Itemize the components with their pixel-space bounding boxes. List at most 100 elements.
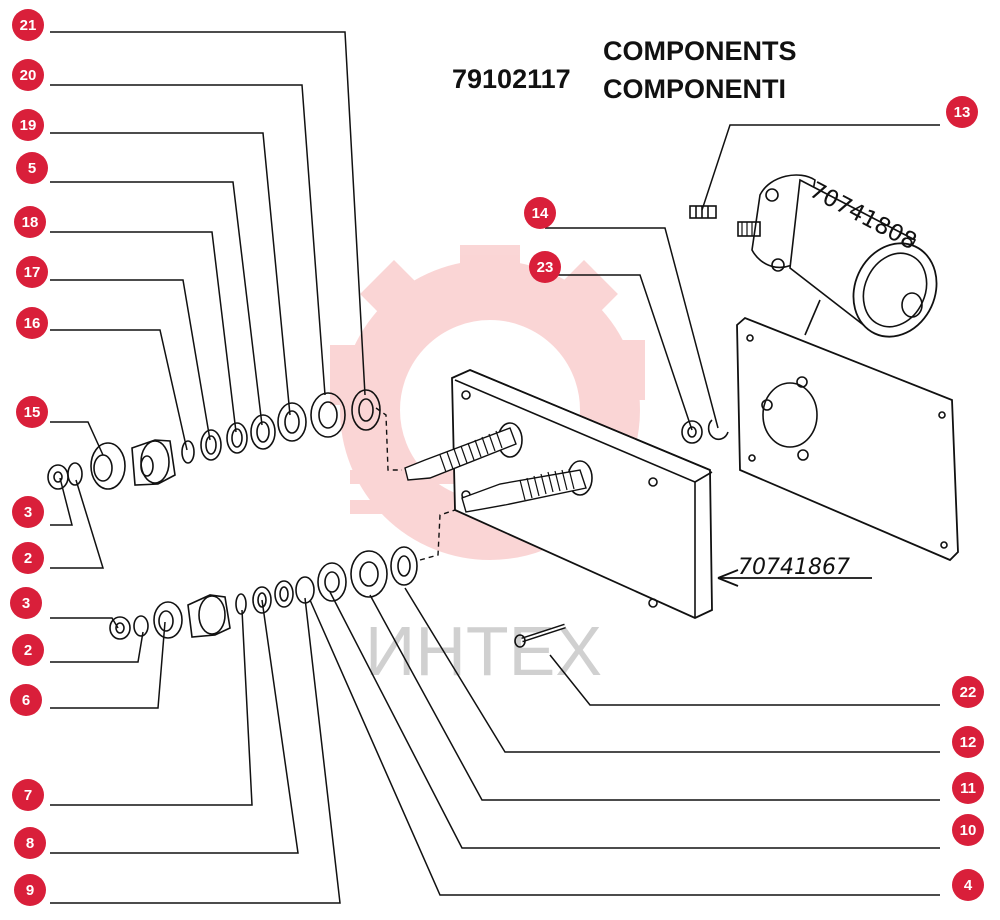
callout-badge-circle [12,59,44,91]
callout-badge-22: 22 [952,676,984,708]
callout-badge-label: 7 [24,787,32,804]
callout-badge-circle [952,772,984,804]
spacer-16 [131,439,176,486]
callout-badge-label: 23 [537,259,554,276]
callout-badge-circle [952,676,984,708]
callout-badge-7: 7 [12,779,44,811]
screw-22 [514,623,566,648]
callout-badge-5: 5 [16,152,48,184]
washer-2-upper [67,462,83,486]
callout-badge-label: 3 [24,504,32,521]
bearing-21 [351,389,381,431]
nut-3-upper [47,464,69,490]
seal-10 [317,562,347,602]
lower-shaft-parts [109,546,418,640]
callout-badge-15: 15 [16,396,48,428]
callout-badge-circle [952,869,984,901]
callout-badge-label: 3 [22,595,30,612]
dashed-guides [375,407,456,561]
callout-badge-label: 11 [960,780,976,797]
washer-9 [252,586,272,614]
spacer-7 [187,594,231,638]
callout-badge-12: 12 [952,726,984,758]
callout-badge-label: 15 [24,404,41,421]
callout-badge-label: 13 [954,104,971,121]
callout-badge-circle [10,684,42,716]
callout-badge-9: 9 [14,874,46,906]
callout-badge-circle [12,542,44,574]
callout-badge-label: 2 [24,642,32,659]
plate-code: 70741867 [738,555,850,580]
callout-badge-11: 11 [952,772,984,804]
bearing-11 [350,550,388,598]
bushing-15 [90,442,126,490]
callout-badge-label: 2 [24,550,32,567]
nut-23-clip-14 [681,419,729,444]
callout-badge-13: 13 [946,96,978,128]
title-it: COMPONENTI [603,74,786,104]
callout-badge-6: 6 [10,684,42,716]
callout-badge-4: 4 [952,869,984,901]
callout-badge-label: 6 [22,692,30,709]
callout-badge-2: 2 [12,634,44,666]
washer-2-lower [133,615,149,637]
gasket-plate [736,316,959,562]
callout-badge-18: 18 [14,206,46,238]
callout-badge-3: 3 [10,587,42,619]
washer-5 [226,422,248,454]
callout-badge-circle [14,827,46,859]
washer-18 [200,429,222,461]
callout-badge-label: 22 [960,684,977,701]
housing-block [451,369,713,619]
callout-badge-circle [529,251,561,283]
screw-13 [689,205,717,219]
callout-badge-label: 8 [26,835,34,852]
callout-badge-16: 16 [16,307,48,339]
callout-badge-10: 10 [952,814,984,846]
clip-17 [181,440,195,464]
callout-badge-circle [12,634,44,666]
callout-badge-3: 3 [12,496,44,528]
callout-badge-label: 18 [22,214,39,231]
callout-badge-circle [14,206,46,238]
callout-badge-circle [12,779,44,811]
callout-badge-circle [10,587,42,619]
washer-9b [274,580,294,608]
seal-20 [277,402,307,442]
callout-badge-circle [12,9,44,41]
shafts [404,427,587,513]
title-en: COMPONENTS [603,36,797,66]
callout-badge-21: 21 [12,9,44,41]
callout-badge-label: 4 [964,877,973,894]
callout-badge-circle [946,96,978,128]
callout-badge-label: 19 [20,117,37,134]
callout-badge-label: 17 [24,264,41,281]
callout-badge-circle [524,197,556,229]
callout-badge-label: 10 [960,822,977,839]
upper-shaft-parts [47,389,381,490]
spring-4 [295,576,315,604]
callout-badge-label: 12 [960,734,977,751]
callout-badge-label: 9 [26,882,34,899]
callout-badge-circle [16,256,48,288]
bearing-21a [310,392,346,438]
callout-badge-17: 17 [16,256,48,288]
callout-badge-14: 14 [524,197,556,229]
callout-badge-circle [16,396,48,428]
callout-badge-circle [14,874,46,906]
callout-badge-20: 20 [12,59,44,91]
callout-badge-circle [16,307,48,339]
callout-badge-circle [16,152,48,184]
part-number: 79102117 [452,64,571,94]
callout-badge-label: 5 [28,160,36,177]
callout-badge-label: 16 [24,315,41,332]
motor-assembly [737,174,938,338]
callout-badge-circle [952,726,984,758]
callout-badge-circle [12,496,44,528]
callout-badge-circle [952,814,984,846]
bushing-6 [153,601,183,639]
bearing-12 [390,546,418,586]
callout-badge-19: 19 [12,109,44,141]
